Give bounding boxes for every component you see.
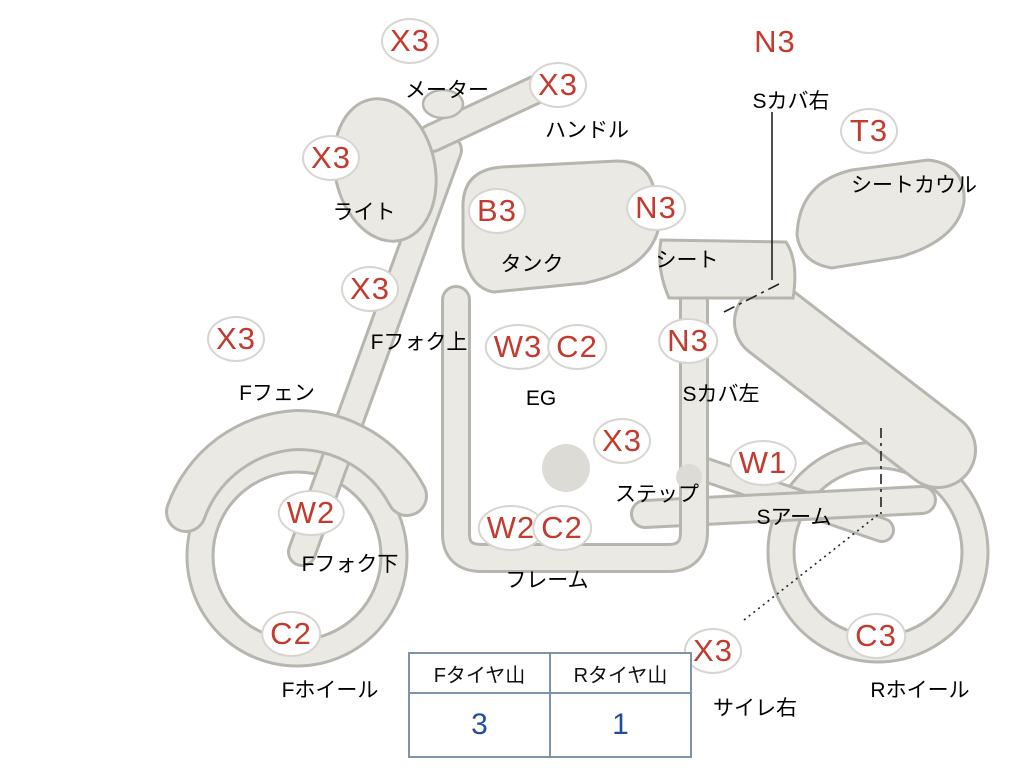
silencer-dotted-line xyxy=(743,513,880,621)
part-name-side-cover-left: Sカバ左 xyxy=(682,383,760,406)
condition-code-seat-cowl: T3 xyxy=(840,108,898,154)
part-name-front-wheel: Fホイール xyxy=(281,679,379,702)
part-name-frame: フレーム xyxy=(505,569,589,592)
part-name-front-fork-lower: Fフォク下 xyxy=(301,553,399,576)
scover-right-dashdot-line xyxy=(723,283,780,313)
seat-cowl xyxy=(795,158,966,270)
part-name-step: ステップ xyxy=(615,483,699,506)
condition-code-side-cover-right: N3 xyxy=(754,24,796,59)
condition-code-tank: B3 xyxy=(468,188,526,234)
tire-table-value-front: 3 xyxy=(408,692,551,758)
condition-code-light: X3 xyxy=(302,135,360,181)
tire-tread-table: Fタイヤ山 Rタイヤ山 3 1 xyxy=(408,652,692,758)
tire-table-header-front: Fタイヤ山 xyxy=(408,652,551,694)
condition-code-side-cover-left: N3 xyxy=(658,318,718,364)
rear-body xyxy=(733,283,977,489)
handlebar xyxy=(417,69,563,153)
part-name-rear-wheel: Rホイール xyxy=(870,679,970,702)
part-name-meter: メーター xyxy=(405,79,489,102)
part-name-tank: タンク xyxy=(500,253,564,276)
condition-code-handle: X3 xyxy=(529,62,587,108)
condition-code-front-wheel: C2 xyxy=(261,611,321,657)
frame xyxy=(441,285,709,573)
condition-code-rear-wheel: C3 xyxy=(846,613,906,659)
condition-code-frame-2: C2 xyxy=(532,505,592,551)
condition-code-silencer-right: X3 xyxy=(684,628,742,674)
part-name-front-fork-upper: Fフォク上 xyxy=(370,331,468,354)
front-fender xyxy=(165,408,428,533)
part-name-swing-arm: Sアーム xyxy=(756,506,832,529)
condition-code-seat: N3 xyxy=(626,185,686,231)
part-name-handle: ハンドル xyxy=(545,119,629,142)
part-name-front-fender: Fフェン xyxy=(239,382,315,405)
seat xyxy=(658,238,797,300)
part-name-seat: シート xyxy=(655,249,719,272)
annotation-lines xyxy=(723,112,882,621)
part-name-seat-cowl: シートカウル xyxy=(851,174,977,197)
part-name-light: ライト xyxy=(332,201,396,224)
condition-code-swing-arm: W1 xyxy=(729,440,797,486)
condition-code-engine-1: W3 xyxy=(484,324,552,370)
tire-table-value-rear: 1 xyxy=(549,692,692,758)
condition-code-front-fork-lower: W2 xyxy=(277,490,345,536)
tire-table-header-rear: Rタイヤ山 xyxy=(549,652,692,694)
condition-code-engine-2: C2 xyxy=(547,324,607,370)
condition-code-meter: X3 xyxy=(381,18,439,64)
condition-code-step: X3 xyxy=(593,418,651,464)
part-name-engine: EG xyxy=(525,387,557,410)
part-name-side-cover-right: Sカバ右 xyxy=(752,90,830,113)
engine-case xyxy=(542,444,590,492)
part-name-silencer-right: サイレ右 xyxy=(713,697,797,720)
condition-code-front-fender: X3 xyxy=(207,316,265,362)
step-peg xyxy=(676,464,702,490)
condition-code-front-fork-upper: X3 xyxy=(341,266,399,312)
